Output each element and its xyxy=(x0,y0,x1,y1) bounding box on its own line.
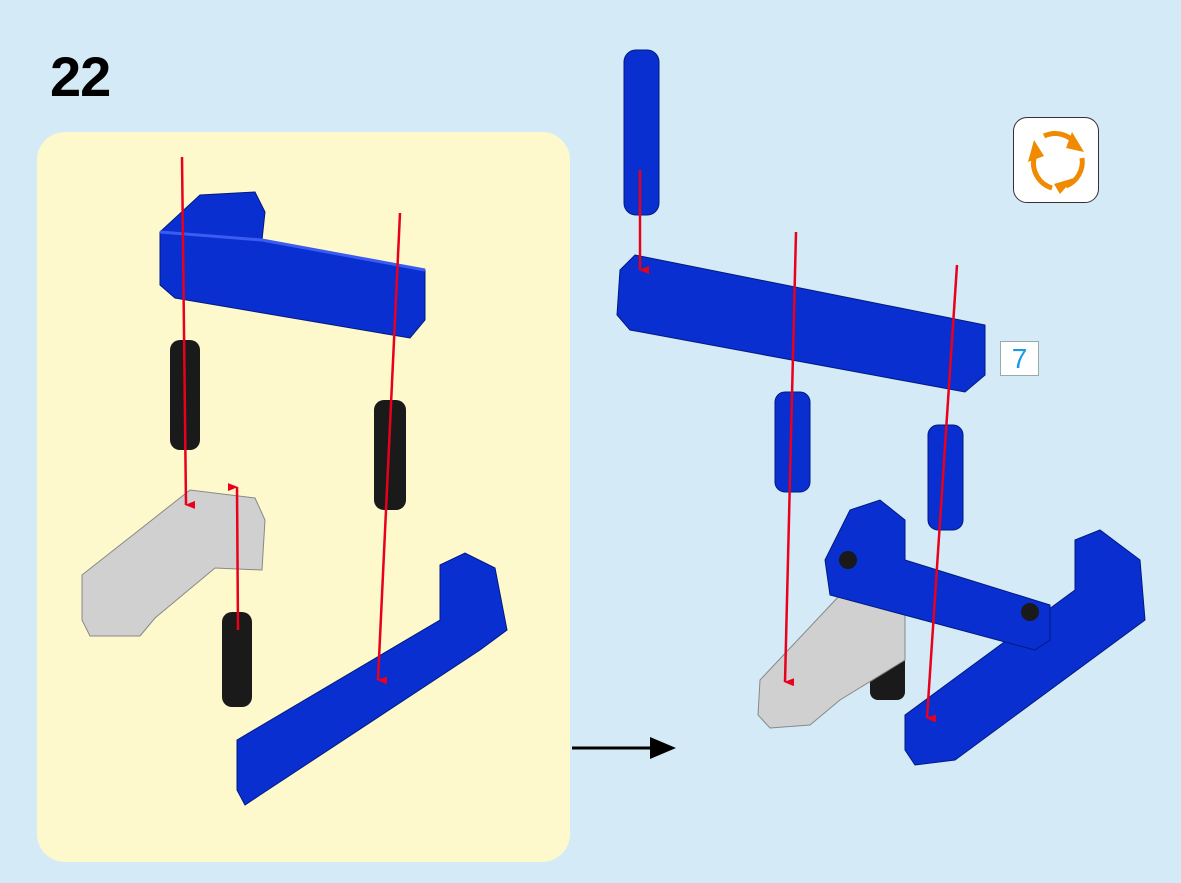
black-pin-3 xyxy=(222,612,252,707)
blue-l-beam-bottom xyxy=(236,552,508,806)
rotate-model-callout xyxy=(1013,117,1099,203)
blue-pin-top xyxy=(623,49,660,216)
part-count-callout: 7 xyxy=(1000,341,1039,376)
blue-l-beam-top xyxy=(159,191,426,339)
arrow-right-icon xyxy=(572,737,676,759)
step-number: 22 xyxy=(50,45,111,108)
guide-arrow xyxy=(227,483,240,631)
guide-arrow xyxy=(925,264,959,723)
rotate-model-icon xyxy=(1028,131,1085,194)
guide-arrow xyxy=(783,231,798,687)
gray-l-beam xyxy=(81,489,266,637)
guide-arrow xyxy=(376,212,402,685)
guide-arrow xyxy=(180,156,196,509)
black-pin-2 xyxy=(374,400,406,510)
blue-beam-long xyxy=(616,254,986,393)
existing-assembly xyxy=(757,499,1146,766)
